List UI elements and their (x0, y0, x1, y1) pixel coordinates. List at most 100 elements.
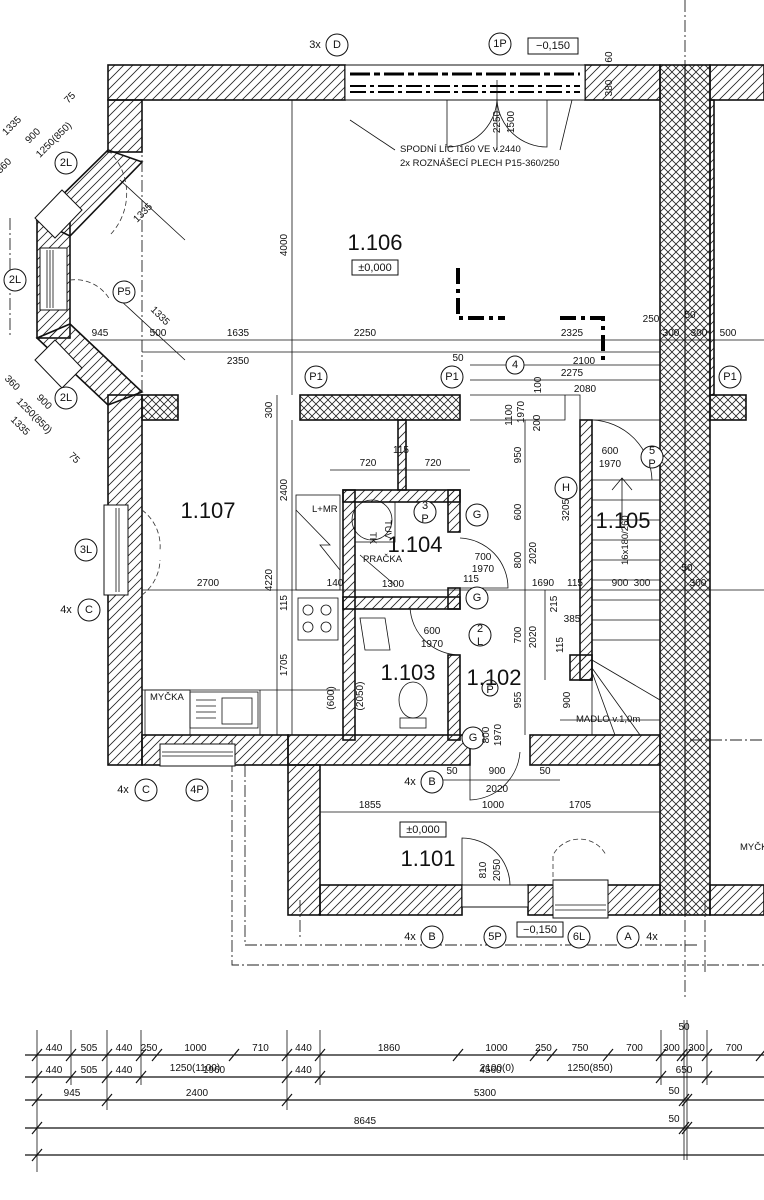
dimension-tick (680, 1048, 692, 1062)
dimension-value: 2050 (492, 858, 503, 881)
dimension-value: 8645 (354, 1116, 377, 1127)
dimension-value: 900 (612, 578, 629, 589)
door-swings-shape (496, 99, 548, 148)
dimension-tick (701, 1070, 713, 1084)
dimension-tick (681, 1121, 693, 1135)
dimension-value: 800 (481, 726, 492, 743)
dimension-value: 1970 (493, 723, 504, 746)
dimension-value: 1250(1100) (170, 1063, 220, 1074)
tag-label: P5 (117, 286, 130, 298)
dimension-value: 75 (62, 90, 78, 106)
dimension-value: 200 (532, 414, 543, 431)
door-swings-shape (459, 537, 509, 589)
dimension-tick (65, 1048, 77, 1062)
dimension-value: 1000 (485, 1043, 508, 1054)
dimension-value: 1960 (203, 1065, 226, 1076)
dimension-value: 2020 (528, 541, 539, 564)
dimension-value: 300 (688, 1043, 705, 1054)
tag-label: C (85, 604, 93, 616)
dimension-value: 115 (463, 574, 479, 585)
furniture-shape (398, 681, 428, 719)
furniture-shape (359, 554, 396, 586)
door-swings-shape (107, 149, 161, 596)
door-swings-shape (591, 419, 653, 481)
furniture-shape (351, 499, 393, 541)
dimension-value: 50 (539, 766, 551, 777)
walls-shape (107, 99, 143, 153)
tag-label: 2L (60, 392, 72, 404)
furniture-shape (320, 621, 332, 633)
plan-dimension-lines-shape (119, 179, 186, 361)
dimension-tick (281, 1070, 293, 1084)
appliance-label: TK (367, 532, 378, 545)
dimension-value: 50 (684, 310, 696, 321)
door-swings-shape (69, 279, 111, 301)
dimension-value: 720 (425, 458, 442, 469)
windows-shape (34, 339, 83, 389)
tag-label: P1 (445, 371, 458, 383)
dimension-value: 115 (393, 445, 409, 456)
appliance-label: PRAČKA (363, 554, 403, 565)
dimension-value: 1000 (482, 800, 505, 811)
dimension-value: 505 (81, 1065, 98, 1076)
tag-circle (413, 500, 437, 524)
dimension-tick (65, 1070, 77, 1084)
furniture-shape (302, 621, 314, 633)
furniture-shape (142, 689, 340, 735)
dimension-value: 900 (489, 766, 506, 777)
walls-shape (141, 394, 179, 421)
furniture-shape (302, 604, 314, 616)
dimension-value: 900 (34, 392, 54, 412)
tag-circle (440, 365, 464, 389)
furniture-shape (221, 697, 253, 725)
tag-label: 2 (477, 623, 483, 635)
dimension-value: 440 (116, 1043, 133, 1054)
tag-circle (134, 778, 158, 802)
dimension-tick (101, 1048, 113, 1062)
dimension-tick (755, 1050, 764, 1062)
dimension-value: 1335 (131, 201, 155, 225)
door-swings-shape (409, 606, 461, 656)
walls-shape (579, 419, 593, 681)
tag-count: 4x (60, 604, 72, 616)
tag-label: B (428, 931, 435, 943)
level-boxes-shape (527, 37, 579, 55)
tag-label: P1 (309, 371, 322, 383)
dimension-tick (678, 1121, 690, 1135)
windows-shape (555, 904, 606, 911)
furniture-shape (354, 501, 396, 543)
tag-label: 3 (422, 500, 428, 512)
dimension-tick (31, 1070, 43, 1084)
dimension-tick (676, 1048, 688, 1062)
dimension-value: 2020 (528, 625, 539, 648)
dimension-value: 440 (46, 1043, 63, 1054)
dimension-tick (314, 1048, 326, 1062)
dimension-value: 360 (0, 156, 14, 176)
dimension-tick (678, 1093, 690, 1107)
level-boxes-shape (516, 921, 564, 938)
dimension-tick (135, 1070, 147, 1084)
dimension-value: 1100 (504, 404, 515, 426)
tag-label: P (486, 684, 493, 696)
dimension-value: 115 (567, 578, 583, 589)
tag-circle (304, 365, 328, 389)
dimension-value: 2080 (574, 384, 597, 395)
dimension-value: 1690 (532, 578, 555, 589)
furniture-shape (349, 99, 573, 151)
tag-label: L (477, 636, 483, 648)
dimension-value: 600 (602, 446, 619, 457)
dimension-value: 2325 (561, 328, 584, 339)
dimension-value: 2100(0) (480, 1063, 514, 1074)
dimension-tick (546, 1048, 558, 1062)
tag-label: D (333, 39, 341, 51)
dimension-value: 300 (663, 328, 680, 339)
tag-label: G (469, 732, 478, 744)
dimension-value: 360 (2, 373, 22, 393)
tag-count: 3x (309, 39, 321, 51)
dimension-value: 500 (720, 328, 737, 339)
furniture-shape (297, 597, 339, 641)
furniture-shape (560, 316, 605, 365)
furniture-shape (359, 617, 391, 651)
windows-shape (350, 85, 580, 93)
tag-circle (465, 503, 489, 527)
